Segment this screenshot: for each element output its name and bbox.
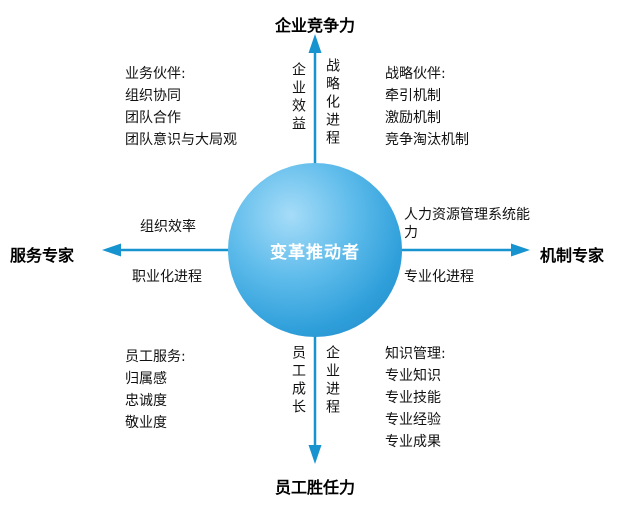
quadrant-item: 组织协同 [125,88,181,104]
axis-label-top: 企业竞争力 [274,16,355,35]
quadrant-item: 敬业度 [125,415,167,431]
quadrant-item: 牵引机制 [385,88,441,104]
right-axis-below-text: 专业化进程 [404,269,474,285]
quadrant-title: 战略伙伴: [385,66,446,82]
quadrant-top-left: 业务伙伴: 组织协同 团队合作 团队意识与大局观 [125,63,237,151]
quadrant-item: 专业知识 [385,368,441,384]
left-axis-below-text: 职业化进程 [132,269,202,285]
quadrant-item: 专业成果 [385,434,441,450]
quadrant-bottom-right: 知识管理: 专业知识 专业技能 专业经验 专业成果 [385,343,446,453]
quadrant-top-right: 战略伙伴: 牵引机制 激励机制 竞争淘汰机制 [385,63,469,151]
quadrant-item: 专业经验 [385,412,441,428]
center-label: 变革推动者 [270,242,360,263]
left-arrowhead-icon [102,243,121,257]
quadrant-item: 团队合作 [125,110,181,126]
bottom-axis-left-text: 员工成长 [290,345,306,417]
axis-label-right: 机制专家 [540,246,605,265]
axis-label-left: 服务专家 [10,246,75,265]
quadrant-title: 知识管理: [385,346,446,362]
quadrant-bottom-left: 员工服务: 归属感 忠诚度 敬业度 [125,346,186,434]
right-arrowhead-icon [511,243,530,257]
quadrant-title: 业务伙伴: [125,66,186,82]
axis-label-bottom: 员工胜任力 [274,478,355,497]
down-arrowhead-icon [308,445,322,464]
top-axis-left-text: 企业效益 [290,62,306,134]
quadrant-item: 忠诚度 [125,393,167,409]
quadrant-item: 归属感 [125,371,167,387]
quadrant-item: 激励机制 [385,110,441,126]
center-circle: 变革推动者 [228,163,402,337]
quadrant-item: 团队意识与大局观 [125,132,237,148]
quadrant-item: 专业技能 [385,390,441,406]
left-axis-above-text: 组织效率 [140,219,196,235]
top-axis-right-text: 战略化进程 [324,58,340,148]
quadrant-title: 员工服务: [125,349,186,365]
up-arrowhead-icon [308,34,322,53]
right-axis-above-text: 人力资源管理系统能力 [404,207,530,241]
quadrant-item: 竞争淘汰机制 [385,132,469,148]
bottom-axis-right-text: 企业进程 [324,345,340,417]
